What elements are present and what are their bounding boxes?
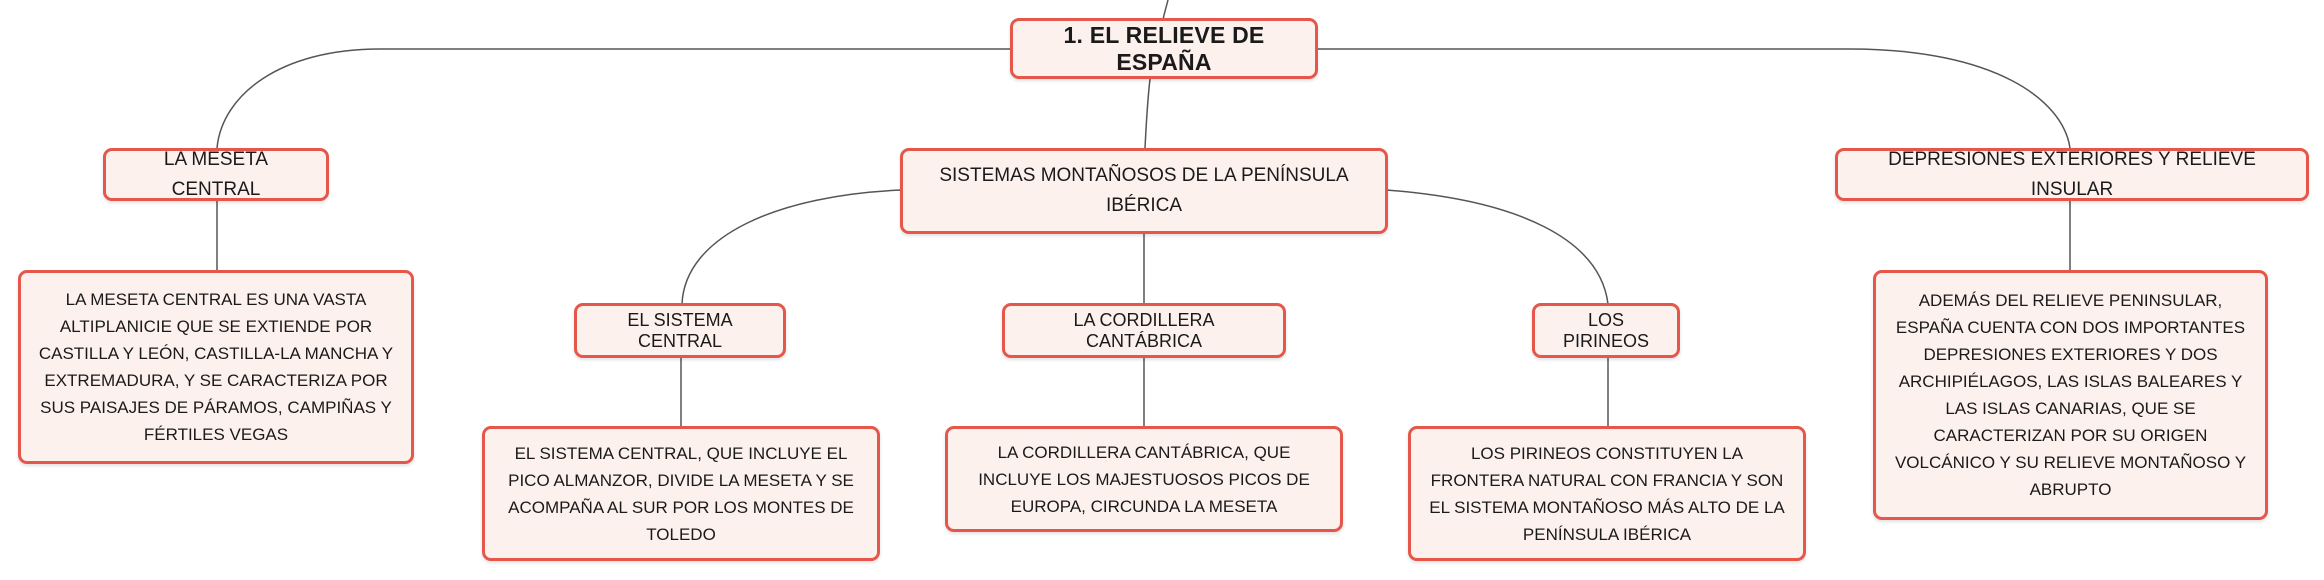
subtopic-cordillera-cantabrica[interactable]: LA CORDILLERA CANTÁBRICA bbox=[1002, 303, 1286, 358]
connector-root-up bbox=[1162, 0, 1169, 21]
depresiones-exteriores-description-text: ADEMÁS DEL RELIEVE PENINSULAR, ESPAÑA CU… bbox=[1894, 291, 2247, 499]
pirineos-description-text: LOS PIRINEOS CONSTITUYEN LA FRONTERA NAT… bbox=[1429, 443, 1785, 544]
sistema-central-description-text: EL SISTEMA CENTRAL, QUE INCLUYE EL PICO … bbox=[508, 443, 854, 544]
topic-depresiones-exteriores[interactable]: DEPRESIONES EXTERIORES Y RELIEVE INSULAR bbox=[1835, 148, 2309, 201]
sistema-central-description[interactable]: EL SISTEMA CENTRAL, QUE INCLUYE EL PICO … bbox=[482, 426, 880, 561]
cordillera-cantabrica-description[interactable]: LA CORDILLERA CANTÁBRICA, QUE INCLUYE LO… bbox=[945, 426, 1343, 532]
topic-depresiones-exteriores-label: DEPRESIONES EXTERIORES Y RELIEVE INSULAR bbox=[1888, 148, 2256, 200]
root-topic[interactable]: 1. EL RELIEVE DE ESPAÑA bbox=[1010, 18, 1318, 79]
subtopic-sistema-central[interactable]: EL SISTEMA CENTRAL bbox=[574, 303, 786, 358]
subtopic-pirineos[interactable]: LOS PIRINEOS bbox=[1532, 303, 1680, 358]
depresiones-exteriores-description[interactable]: ADEMÁS DEL RELIEVE PENINSULAR, ESPAÑA CU… bbox=[1873, 270, 2268, 520]
pirineos-description[interactable]: LOS PIRINEOS CONSTITUYEN LA FRONTERA NAT… bbox=[1408, 426, 1806, 561]
topic-sistemas-montanosos-label: SISTEMAS MONTAÑOSOS DE LA PENÍNSULA IBÉR… bbox=[939, 165, 1349, 216]
cordillera-cantabrica-description-text: LA CORDILLERA CANTÁBRICA, QUE INCLUYE LO… bbox=[978, 442, 1310, 516]
connector-sistemas-pirineos bbox=[1385, 189, 1609, 305]
root-topic-label: 1. EL RELIEVE DE ESPAÑA bbox=[1063, 21, 1265, 75]
connector-root-depresiones bbox=[1316, 48, 2071, 149]
topic-sistemas-montanosos[interactable]: SISTEMAS MONTAÑOSOS DE LA PENÍNSULA IBÉR… bbox=[900, 148, 1388, 234]
subtopic-sistema-central-label: EL SISTEMA CENTRAL bbox=[627, 309, 733, 351]
connector-root-meseta bbox=[216, 48, 1010, 149]
topic-meseta-central[interactable]: LA MESETA CENTRAL bbox=[103, 148, 329, 201]
subtopic-pirineos-label: LOS PIRINEOS bbox=[1562, 309, 1650, 351]
connector-sistemas-central bbox=[681, 189, 903, 305]
meseta-central-description[interactable]: LA MESETA CENTRAL ES UNA VASTA ALTIPLANI… bbox=[18, 270, 414, 464]
connector-root-sistemas bbox=[1144, 78, 1151, 149]
meseta-central-description-text: LA MESETA CENTRAL ES UNA VASTA ALTIPLANI… bbox=[38, 290, 394, 444]
subtopic-cordillera-cantabrica-label: LA CORDILLERA CANTÁBRICA bbox=[1073, 309, 1215, 351]
topic-meseta-central-label: LA MESETA CENTRAL bbox=[163, 148, 269, 200]
